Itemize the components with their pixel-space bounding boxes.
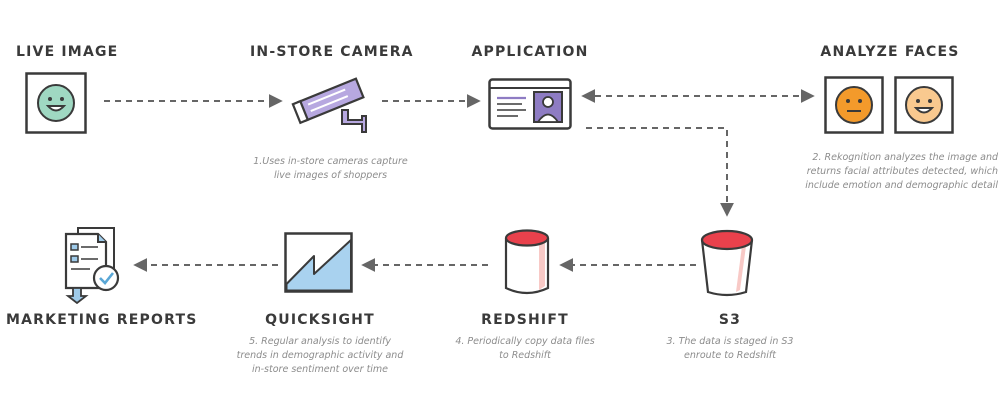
quicksight-caption-line: 5. Regular analysis to identify [249,336,391,347]
redshift-caption-line: to Redshift [499,350,551,361]
s3-label: S3 [718,312,742,328]
reports-label: MARKETING REPORTS [6,312,198,328]
redshift-label: REDSHIFT [481,312,569,328]
neutral-face-icon [824,76,884,134]
camera-label: IN-STORE CAMERA [250,44,414,60]
analyze-label: ANALYZE FACES [820,44,960,60]
analyze-caption-line: 2. Rekognition analyzes the image and [812,152,998,163]
quicksight-label: QUICKSIGHT [265,312,375,328]
s3-caption-line: 3. The data is staged in S3 [666,336,794,347]
redshift-caption-line: 4. Periodically copy data files [455,336,595,347]
camera-caption-line: 1.Uses in-store cameras capture [253,156,408,167]
live-face-icon [25,72,87,134]
camera-icon [291,77,367,133]
quicksight-caption-line: in-store sentiment over time [251,364,389,375]
s3-caption-line: enroute to Redshift [684,350,776,361]
live-image-label: LIVE IMAGE [16,44,119,60]
s3-caption: 3. The data is staged in S3 enroute to R… [650,335,810,363]
redshift-database-icon [504,229,550,295]
analyze-caption: 2. Rekognition analyzes the image and re… [778,151,998,193]
quicksight-chart-icon [284,232,353,293]
happy-face-icon [894,76,954,134]
quicksight-caption-line: trends in demographic activity and [236,350,404,361]
reports-document-icon [64,227,120,304]
analyze-caption-line: include emotion and demographic detail [805,180,998,191]
camera-caption: 1.Uses in-store cameras capture live ima… [233,155,428,183]
redshift-caption: 4. Periodically copy data files to Redsh… [440,335,610,363]
camera-caption-line: live images of shoppers [273,170,388,181]
s3-bucket-icon [700,229,754,297]
application-window-icon [488,78,572,130]
quicksight-caption: 5. Regular analysis to identify trends i… [222,335,418,377]
analyze-caption-line: returns facial attributes detected, whic… [806,166,998,177]
application-label: APPLICATION [471,44,589,60]
arrow-application-to-s3 [586,127,734,217]
